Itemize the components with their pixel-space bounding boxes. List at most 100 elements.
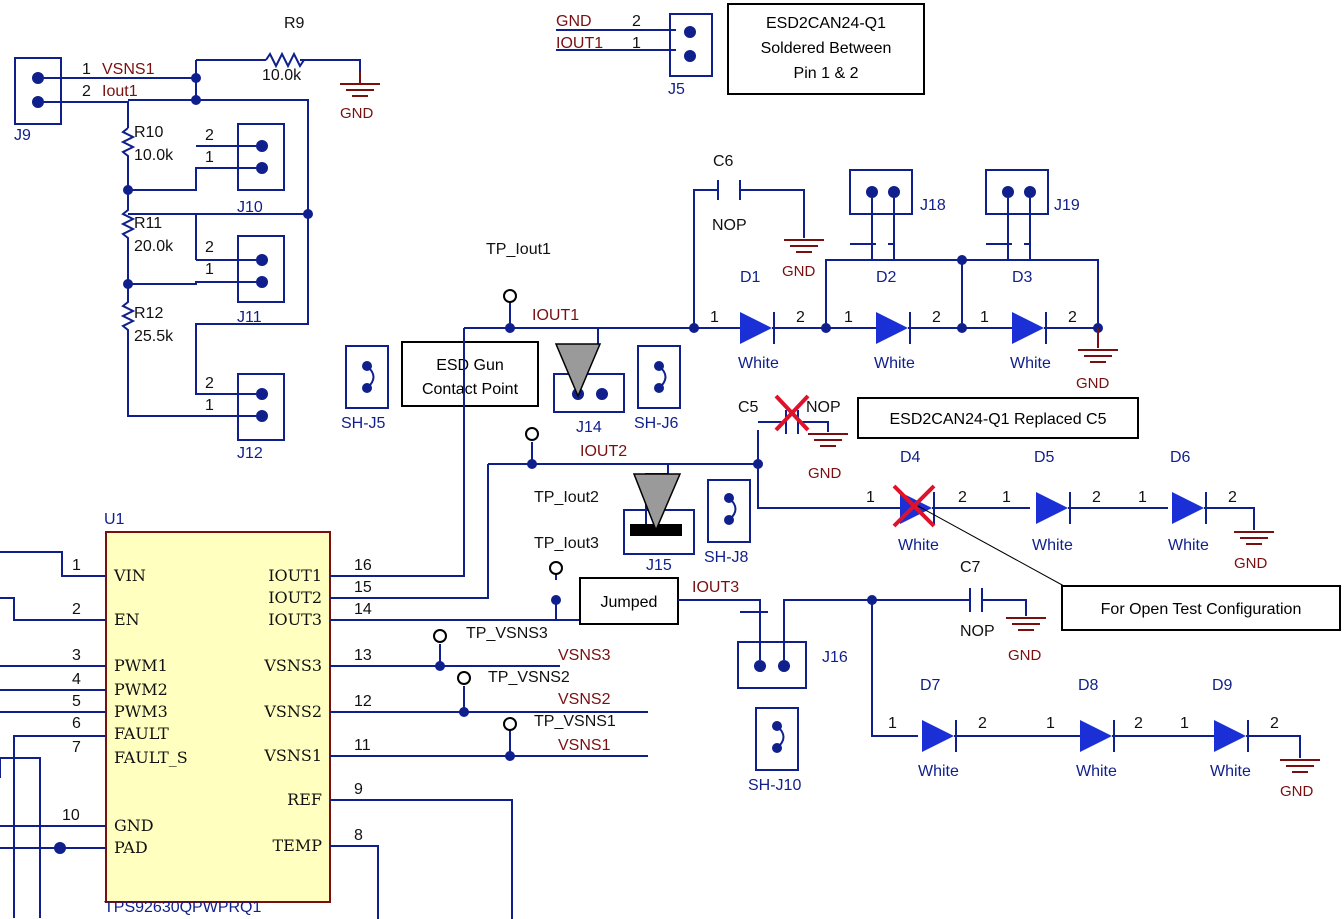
j5-iout1-net: IOUT1 <box>556 35 603 52</box>
svg-text:GND: GND <box>1234 555 1268 572</box>
svg-text:J19: J19 <box>1054 197 1080 214</box>
svg-text:2: 2 <box>1228 489 1237 506</box>
r9-ref: R9 <box>284 15 305 32</box>
svg-text:J18: J18 <box>920 197 946 214</box>
svg-text:J16: J16 <box>822 649 848 666</box>
svg-text:White: White <box>918 763 959 780</box>
vsns1-net-label: VSNS1 <box>558 737 611 754</box>
svg-text:1: 1 <box>1002 489 1011 506</box>
svg-text:1: 1 <box>1046 715 1055 732</box>
u1-pin-ref: REF <box>287 790 322 809</box>
tp-vsns1-testpoint[interactable] <box>503 717 517 731</box>
tp-iout1-label: TP_Iout1 <box>486 241 551 258</box>
open-test-leader <box>917 505 1065 587</box>
svg-text:1: 1 <box>844 309 853 326</box>
j16-connector: J16 <box>737 641 848 689</box>
j9-connector: J9 <box>14 57 62 144</box>
svg-text:2: 2 <box>205 127 214 144</box>
led-d8: D8 White <box>1076 677 1214 780</box>
led-d2: D2 White <box>826 269 962 372</box>
r12-ref: R12 <box>134 305 163 322</box>
callout-soldered-between: ESD2CAN24-Q1 Soldered Between Pin 1 & 2 <box>727 3 925 95</box>
svg-text:ESD2CAN24-Q1 Replaced C5: ESD2CAN24-Q1 Replaced C5 <box>890 411 1107 428</box>
vsns2-net-label: VSNS2 <box>558 691 611 708</box>
svg-text:2: 2 <box>796 309 805 326</box>
tp-vsns1-label: TP_VSNS1 <box>534 713 616 730</box>
tp-vsns2-label: TP_VSNS2 <box>488 669 570 686</box>
svg-text:SH-J10: SH-J10 <box>748 777 801 794</box>
u1-pin-num-6: 6 <box>72 715 81 732</box>
svg-text:1: 1 <box>710 309 719 326</box>
svg-text:1: 1 <box>980 309 989 326</box>
r11-value: 20.0k <box>134 238 174 255</box>
gnd-symbol-d6: GND <box>1234 531 1274 572</box>
svg-text:1: 1 <box>1180 715 1189 732</box>
tp-iout3-testpoint[interactable] <box>549 561 563 575</box>
u1-pin-iout1: IOUT1 <box>268 566 322 585</box>
u1-pin-num-3: 3 <box>72 647 81 664</box>
svg-text:SH-J5: SH-J5 <box>341 415 386 432</box>
u1-pin-num-4: 4 <box>72 671 81 688</box>
u1-pin-num-9: 9 <box>354 781 363 798</box>
shj8-shunt: SH-J8 <box>704 479 751 566</box>
u1-pin-pwm3: PWM3 <box>114 702 168 721</box>
svg-text:J5: J5 <box>668 81 685 98</box>
svg-text:GND: GND <box>808 465 842 482</box>
tp-vsns2-testpoint[interactable] <box>457 671 471 685</box>
r9-value: 10.0k <box>262 67 302 84</box>
u1-pin-vin: VIN <box>113 566 146 585</box>
svg-text:White: White <box>1032 537 1073 554</box>
tp-iout1-testpoint[interactable] <box>503 289 517 303</box>
svg-text:1: 1 <box>1138 489 1147 506</box>
iout2-net-label: IOUT2 <box>580 443 627 460</box>
tp-vsns3-testpoint[interactable] <box>433 629 447 643</box>
j11-connector: J11 <box>237 235 285 326</box>
j18-connector: J18 <box>849 169 946 215</box>
svg-text:2: 2 <box>1068 309 1077 326</box>
u1-pin-vsns2: VSNS2 <box>263 702 322 721</box>
gnd-symbol-r9: GND <box>340 72 380 122</box>
u1-ic: U1 TPS92630QPWPRQ1 <box>104 511 331 916</box>
u1-left-pins: VIN1EN2PWM13PWM24PWM35FAULT6FAULT_S7GND1… <box>62 557 188 857</box>
svg-text:D8: D8 <box>1078 677 1099 694</box>
tp-iout2-testpoint[interactable] <box>525 427 539 441</box>
vsns1-net-label: VSNS1 <box>102 61 155 78</box>
svg-text:D3: D3 <box>1012 269 1033 286</box>
svg-text:White: White <box>1010 355 1051 372</box>
shj6-shunt: SH-J6 <box>634 345 681 432</box>
r12-value: 25.5k <box>134 328 174 345</box>
u1-right-pins: IOUT116IOUT215IOUT314VSNS313VSNS212VSNS1… <box>263 557 372 855</box>
svg-text:J10: J10 <box>237 199 263 216</box>
u1-pin-fault: FAULT <box>114 724 169 743</box>
svg-text:GND: GND <box>782 263 816 280</box>
svg-text:J11: J11 <box>237 309 262 326</box>
svg-text:D9: D9 <box>1212 677 1233 694</box>
svg-text:D4: D4 <box>900 449 921 466</box>
u1-pin-num-12: 12 <box>354 693 372 710</box>
c6-ref: C6 <box>713 153 734 170</box>
c5-removed-marker <box>774 394 810 432</box>
svg-text:1: 1 <box>866 489 875 506</box>
svg-text:GND: GND <box>1008 647 1042 664</box>
iout1-net-label: Iout1 <box>102 83 138 100</box>
u1-pin-pad: PAD <box>114 838 148 857</box>
j10-connector: J10 <box>237 123 285 216</box>
r10-value: 10.0k <box>134 147 174 164</box>
tp-vsns3-label: TP_VSNS3 <box>466 625 548 642</box>
svg-text:White: White <box>1076 763 1117 780</box>
svg-text:White: White <box>898 537 939 554</box>
callout-open-test: For Open Test Configuration <box>1061 585 1341 631</box>
led-d9: D9 White <box>1210 677 1301 780</box>
led-d3: D3 White <box>962 269 1098 372</box>
svg-text:2: 2 <box>205 239 214 256</box>
vsns3-net-label: VSNS3 <box>558 647 611 664</box>
u1-pin-num-15: 15 <box>354 579 372 596</box>
svg-text:D5: D5 <box>1034 449 1055 466</box>
j5-gnd-net: GND <box>556 13 592 30</box>
svg-text:J14: J14 <box>576 419 602 436</box>
r11-ref: R11 <box>134 215 162 232</box>
shj10-shunt: SH-J10 <box>748 707 801 794</box>
u1-pin-gnd: GND <box>114 816 154 835</box>
svg-text:2: 2 <box>205 375 214 392</box>
